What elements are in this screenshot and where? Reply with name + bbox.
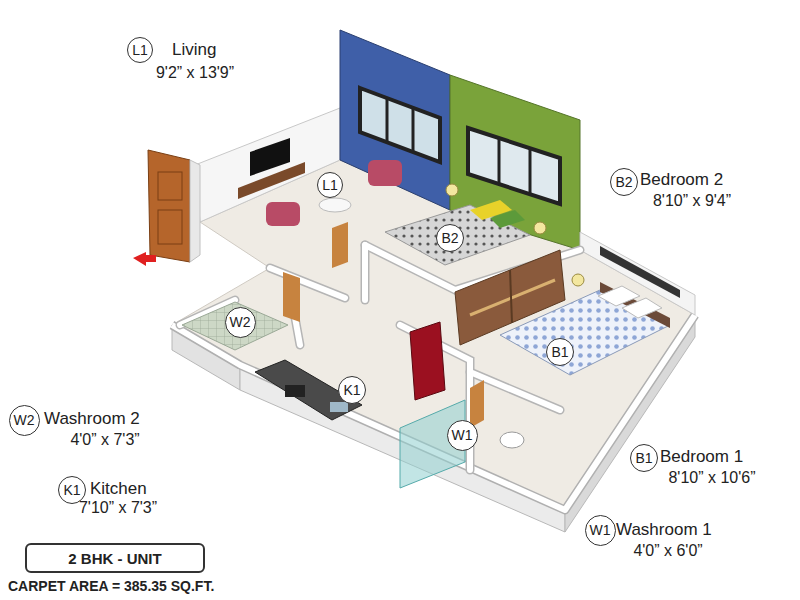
room-code: B2 bbox=[615, 175, 632, 189]
fridge bbox=[410, 322, 445, 400]
room-tag: B1 bbox=[546, 338, 574, 366]
bed bbox=[385, 205, 530, 265]
entry-arrow bbox=[133, 252, 156, 266]
room-code: W2 bbox=[14, 413, 35, 427]
wall-face bbox=[240, 365, 565, 532]
pillow bbox=[622, 298, 662, 318]
door-panel bbox=[158, 210, 182, 244]
room-name: Washroom 2 bbox=[44, 409, 140, 429]
window-mullion bbox=[412, 108, 415, 152]
room-tag: L1 bbox=[317, 172, 343, 198]
room-code: W1 bbox=[452, 428, 473, 442]
floor bbox=[172, 160, 695, 510]
room-code: L1 bbox=[322, 178, 338, 192]
room-code: B2 bbox=[441, 231, 458, 245]
room-dimension: 4'0” x 6'0” bbox=[633, 542, 702, 560]
room-code: W1 bbox=[590, 523, 611, 537]
carpet-area: CARPET AREA = 385.35 SQ.FT. bbox=[8, 578, 214, 594]
partition bbox=[361, 245, 370, 300]
room-name: Living bbox=[172, 40, 216, 60]
tv-unit bbox=[238, 162, 305, 199]
door bbox=[148, 150, 190, 262]
room-dimension: 9'2” x 13'9” bbox=[156, 64, 234, 82]
room-tag: W2 bbox=[225, 307, 256, 338]
door-panel bbox=[158, 172, 182, 200]
window bbox=[360, 88, 440, 162]
room-code: L1 bbox=[132, 43, 148, 57]
room-tag: W1 bbox=[585, 515, 616, 546]
room-name: Bedroom 1 bbox=[660, 447, 743, 467]
window bbox=[468, 128, 560, 204]
headboard bbox=[600, 282, 670, 328]
door bbox=[283, 272, 300, 322]
room-tag: B2 bbox=[436, 224, 464, 252]
room-code: B1 bbox=[551, 345, 568, 359]
lamp bbox=[446, 184, 458, 196]
sofa bbox=[266, 202, 300, 226]
room-name: Kitchen bbox=[90, 479, 147, 499]
room-dimension: 4'0” x 7'3” bbox=[70, 431, 139, 449]
room-name: Washroom 1 bbox=[616, 520, 712, 540]
room-dimension: 8'10” x 10'6” bbox=[668, 469, 755, 487]
partition bbox=[362, 245, 368, 300]
room-tag: K1 bbox=[338, 376, 366, 404]
room-tag: B2 bbox=[610, 168, 638, 196]
sofa bbox=[368, 160, 402, 186]
room-code: K1 bbox=[343, 383, 360, 397]
room-tag: B1 bbox=[630, 444, 658, 472]
coffee-table bbox=[319, 198, 351, 212]
partitions bbox=[180, 245, 580, 470]
sink bbox=[330, 402, 348, 412]
room-tag: L1 bbox=[127, 37, 153, 63]
door bbox=[470, 380, 484, 428]
lamp bbox=[534, 222, 546, 234]
room-code: K1 bbox=[63, 483, 80, 497]
partition bbox=[270, 268, 345, 298]
room-dimension: 8'10” x 9'4” bbox=[653, 192, 731, 210]
washroom-floor bbox=[182, 302, 288, 350]
wardrobe-divide bbox=[510, 270, 512, 323]
stove bbox=[285, 385, 305, 397]
unit-title: 2 BHK - UNIT bbox=[68, 551, 161, 566]
room-dimension: 7'10” x 7'3” bbox=[79, 499, 157, 517]
room-code: W2 bbox=[230, 315, 251, 329]
side-wall bbox=[190, 160, 200, 262]
blue-wall bbox=[340, 30, 450, 210]
toilet bbox=[500, 432, 524, 448]
window-mullion bbox=[386, 98, 389, 142]
counter bbox=[255, 360, 362, 420]
window-mullion bbox=[529, 148, 532, 194]
bed bbox=[500, 290, 670, 375]
room-tag: W1 bbox=[447, 420, 478, 451]
pillow bbox=[490, 210, 525, 228]
room-tag: W2 bbox=[9, 405, 40, 436]
door bbox=[332, 222, 348, 268]
room-name: Bedroom 2 bbox=[640, 170, 723, 190]
partition bbox=[270, 268, 345, 298]
unit-box: 2 BHK - UNIT bbox=[25, 543, 205, 573]
room-code: B1 bbox=[635, 451, 652, 465]
lamp bbox=[572, 274, 584, 286]
window-mullion bbox=[498, 138, 501, 184]
